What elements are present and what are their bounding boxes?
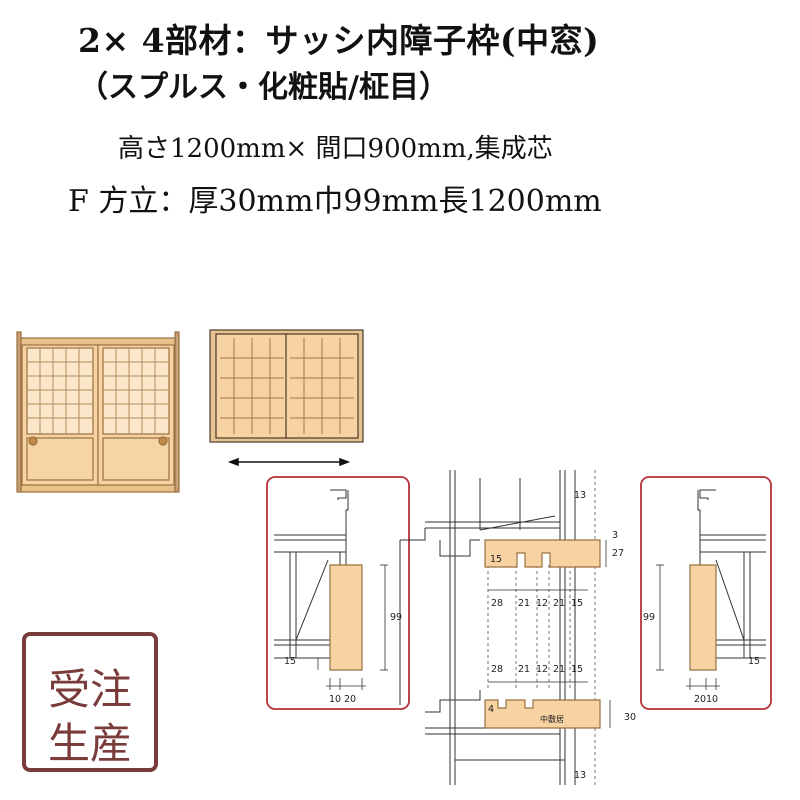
stamp-line2: 生産 [47,719,132,768]
row1-dim: 21 [553,598,565,609]
center-gap-dim: 3 [612,530,618,541]
row2-dim: 12 [536,664,548,675]
made-to-order-stamp: 受注 生産 [22,632,158,772]
left-width-b-dim: 20 [344,694,356,705]
right-section-detail: 99 15 20 10 [640,476,772,710]
right-height-dim: 99 [643,612,655,623]
center-row2-dims: 28 21 12 21 15 [491,664,583,675]
left-section-detail: 99 15 10 20 [266,476,410,710]
row1-dim: 21 [518,598,530,609]
center-row1-dims: 28 21 12 21 15 [491,598,583,609]
stamp-line1: 受注 [47,665,132,714]
row2-dim: 21 [553,664,565,675]
product-subtitle: （スプルス・化粧貼/柾目） [78,70,449,105]
right-bottom-dim: 15 [748,656,760,667]
center-lower-thk-dim: 30 [624,712,636,723]
window-sash-illustration [209,329,364,443]
left-bottom-dim: 15 [284,656,296,667]
spec-part: F 方立：厚30mm巾99mm長1200mm [68,184,602,219]
center-height-dim: 27 [612,548,624,559]
left-height-dim: 99 [390,612,402,623]
center-top-thk-dim: 13 [574,490,586,501]
shoji-door-illustration [16,331,180,493]
center-lower-mark: 4 [488,704,494,715]
left-width-a-dim: 10 [329,694,341,705]
slide-arrow-icon [227,457,351,467]
row2-dim: 15 [571,664,583,675]
product-title: 2× 4部材：サッシ内障子枠(中窓) [78,21,600,60]
row1-dim: 12 [536,598,548,609]
center-lower-label: 中敷居 [540,714,564,724]
center-notch-dim: 15 [490,554,502,565]
right-width-a-dim: 20 [694,694,706,705]
spec-size: 高さ1200mm× 間口900mm,集成芯 [118,134,553,164]
center-section-detail: 13 3 27 15 28 21 12 21 15 28 21 12 21 15… [399,470,636,785]
center-bottom-thk-dim: 13 [574,770,586,781]
right-width-b-dim: 10 [706,694,718,705]
row2-dim: 21 [518,664,530,675]
row1-dim: 28 [491,598,503,609]
row2-dim: 28 [491,664,503,675]
row1-dim: 15 [571,598,583,609]
